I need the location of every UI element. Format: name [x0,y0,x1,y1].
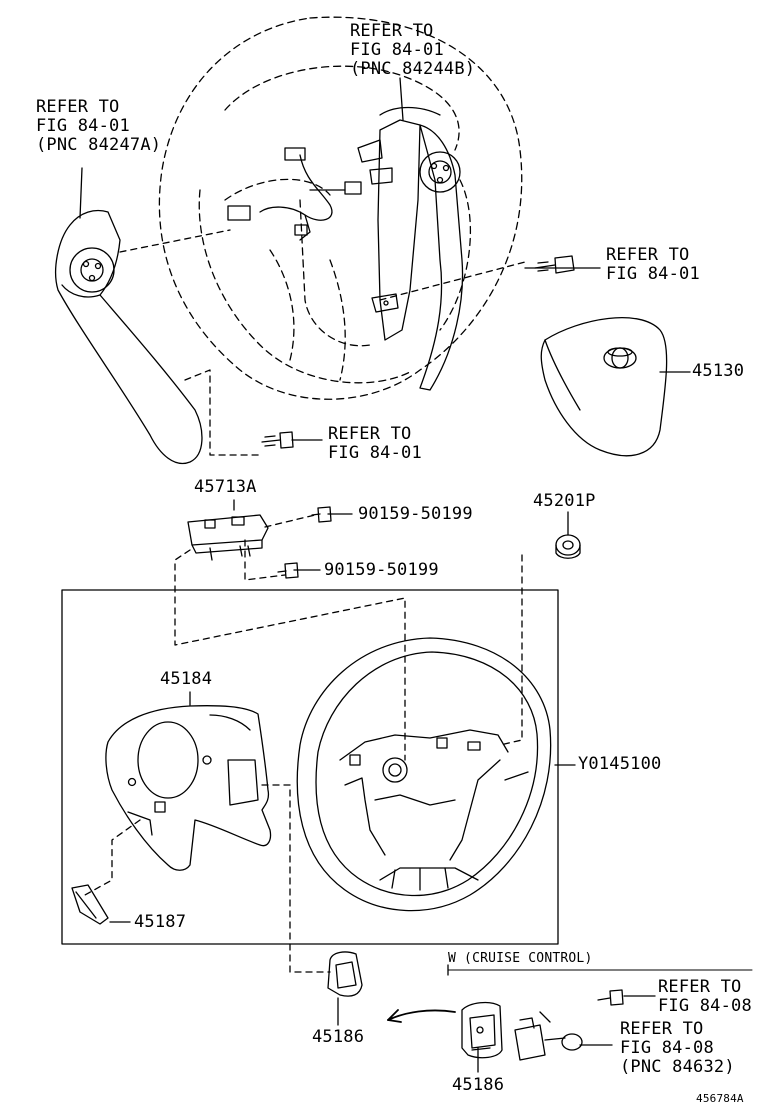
fig-line: FIG 84-08 [620,1038,714,1058]
part-number-screw-lower: 90159-50199 [324,560,439,580]
refer-line: REFER TO [328,424,412,444]
fig-line: FIG 84-01 [328,443,422,463]
refer-label-cruise-switch: REFER TO FIG 84-08 (PNC 84632) [620,1020,735,1077]
assembly-frame [61,589,559,945]
refer-label-right-screw: REFER TO FIG 84-01 [606,246,700,284]
screw-icon [261,431,294,449]
refer-label-top-center: REFER TO FIG 84-01 (PNC 84244B) [350,22,475,79]
pnc-line: (PNC 84244B) [350,59,476,79]
small-trim-cover [71,884,109,925]
cruise-control-group [387,964,753,1061]
dashed-connection-lines [84,229,526,973]
pnc-line: (PNC 84247A) [36,135,162,155]
nut-icon [555,534,581,559]
screw-icon [534,255,575,274]
fig-line: FIG 84-01 [350,40,444,60]
refer-label-top-left: REFER TO FIG 84-01 (PNC 84247A) [36,98,161,155]
diagram-reference-number: 456784A [696,1092,744,1105]
steering-wheel-assembly [296,637,552,912]
upper-steering-wheel [158,16,523,400]
switch-cover-left [327,951,363,997]
steering-cover [105,705,272,871]
part-number-wheel-assembly: Y0145100 [578,754,662,774]
pnc-line: (PNC 84632) [620,1057,735,1077]
fig-line: FIG 84-01 [606,264,700,284]
fig-line: FIG 84-01 [36,116,130,136]
refer-line: REFER TO [36,97,120,117]
refer-line: REFER TO [620,1019,704,1039]
fig-line: FIG 84-08 [658,996,752,1016]
part-number-cover: 45184 [160,669,213,689]
part-number-switch-cover-a: 45186 [312,1027,365,1047]
part-number-screw-upper: 90159-50199 [358,504,473,524]
part-number-nut: 45201P [533,491,596,511]
refer-label-cruise-screw: REFER TO FIG 84-08 [658,978,752,1016]
airbag-module [540,317,668,457]
left-switch-cover [55,167,203,465]
part-number-switch-cover-b: 45186 [452,1075,505,1095]
refer-line: REFER TO [658,977,742,997]
refer-line: REFER TO [350,21,434,41]
bracket-part [187,514,269,561]
part-number-airbag: 45130 [692,361,745,381]
screw-icon [597,989,624,1006]
refer-label-mid-screw: REFER TO FIG 84-01 [328,425,422,463]
screw-icon [277,562,299,579]
part-number-small-cover: 45187 [134,912,187,932]
part-number-bracket: 45713A [194,477,257,497]
cruise-control-group-label: W (CRUISE CONTROL) [448,951,593,966]
refer-line: REFER TO [606,245,690,265]
screw-icon [311,506,332,523]
